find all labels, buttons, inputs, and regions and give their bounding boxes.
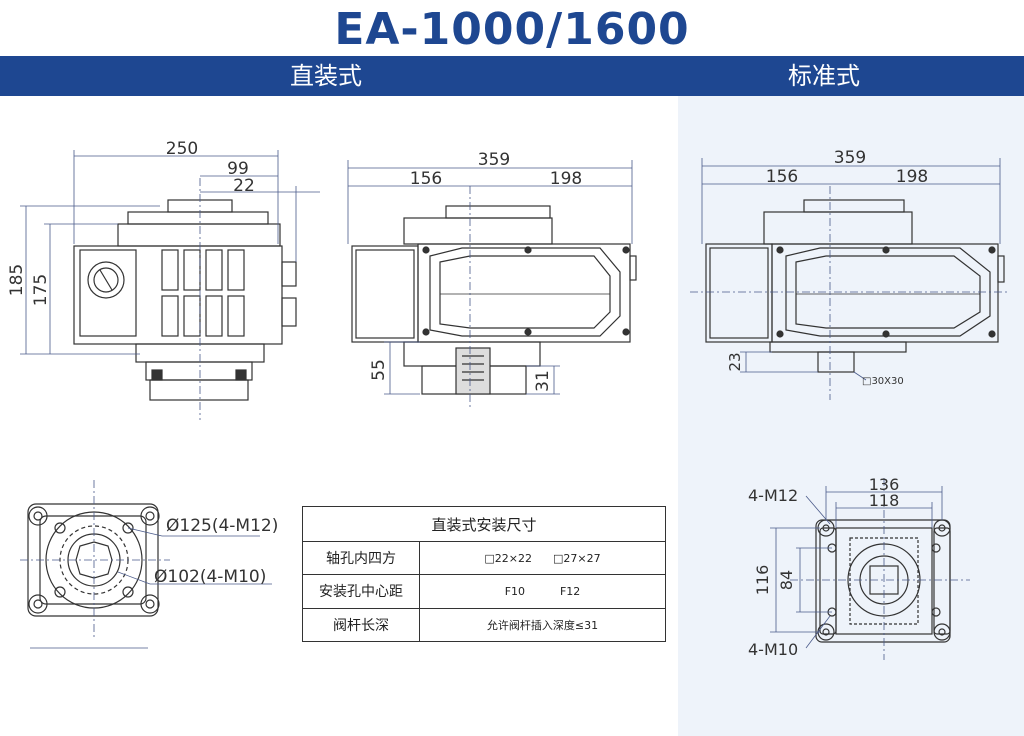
side-view	[73, 178, 297, 420]
standard-shaft-square	[817, 351, 855, 373]
dim-standard-left: 156	[766, 167, 798, 187]
standard-left-housing	[705, 243, 773, 343]
side-dimensions	[20, 150, 320, 355]
dim-side-width: 250	[166, 139, 198, 159]
dim-flange-standard-w1: 136	[869, 475, 900, 494]
dim-direct-h1: 55	[369, 359, 389, 381]
dim-standard-square: □30X30	[862, 376, 904, 387]
section-label-direct: 直装式	[290, 62, 362, 90]
side-cable-gland-bottom	[281, 297, 297, 327]
dim-direct-length: 359	[478, 150, 510, 170]
flange-view-standard	[790, 478, 970, 660]
label-flange-direct-pcd-a: Ø125(4-M12)	[166, 516, 278, 536]
table-header-row: 直装式安装尺寸	[302, 506, 666, 542]
front-top-cap	[445, 205, 551, 219]
table-row: 阀杆长深 允许阀杆插入深度≤31	[302, 607, 666, 643]
table-row: 安装孔中心距 F10 F12	[302, 574, 666, 609]
dim-side-height: 185	[7, 264, 27, 296]
flange-view-direct	[20, 480, 170, 640]
section-label-standard: 标准式	[788, 62, 860, 90]
table-row: 轴孔内四方 □22×22 □27×27	[302, 540, 666, 576]
front-direct-dimensions	[347, 160, 633, 395]
table-row-label: 安装孔中心距	[302, 574, 420, 609]
dim-flange-standard-h1: 116	[753, 565, 772, 596]
flange-standard-dimensions	[770, 486, 943, 649]
dim-flange-standard-h2: 84	[777, 570, 796, 590]
side-handwheel	[87, 261, 125, 299]
direct-mount-dimension-table: 直装式安装尺寸 轴孔内四方 □22×22 □27×27 安装孔中心距 F10 F…	[302, 506, 666, 643]
table-row-value: F10 F12	[419, 574, 666, 609]
dim-side-height-inner: 175	[31, 274, 51, 306]
dim-standard-h1: 23	[726, 352, 744, 371]
dim-side-offset-b: 22	[233, 176, 255, 196]
dim-side-offset-a: 99	[227, 159, 249, 179]
table-row-value: □22×22 □27×27	[419, 540, 666, 576]
standard-panel-background	[678, 96, 1024, 736]
side-cable-gland-top	[281, 261, 297, 287]
table-row-label: 阀杆长深	[302, 607, 420, 643]
label-flange-direct-pcd-b: Ø102(4-M10)	[154, 567, 266, 587]
dim-direct-left: 156	[410, 169, 442, 189]
dim-standard-length: 359	[834, 148, 866, 168]
table-row-value: 允许阀杆插入深度≤31	[419, 607, 666, 643]
dim-direct-h2: 31	[533, 370, 553, 392]
flange-direct-leaders	[30, 527, 272, 649]
label-flange-standard-bolt-a: 4-M12	[748, 486, 798, 505]
front-main-cover	[417, 243, 631, 343]
dim-direct-right: 198	[550, 169, 582, 189]
front-view-standard	[690, 186, 1010, 400]
label-flange-standard-bolt-b: 4-M10	[748, 640, 798, 659]
front-left-housing	[351, 245, 419, 343]
table-title: 直装式安装尺寸	[302, 506, 666, 542]
dim-standard-right: 198	[896, 167, 928, 187]
side-bottom-flange	[149, 379, 249, 401]
table-row-label: 轴孔内四方	[302, 540, 420, 576]
front-view-direct	[351, 186, 637, 410]
front-standard-dimensions	[701, 158, 1001, 381]
dim-flange-standard-w2: 118	[869, 491, 900, 510]
section-header-band: 直装式 标准式	[0, 56, 1024, 96]
dimension-labels: 250 99 22 185 175 359 156 198 55 31 359 …	[7, 139, 928, 659]
standard-main-cover	[771, 243, 999, 343]
page-title: EA-1000/1600	[334, 4, 690, 55]
